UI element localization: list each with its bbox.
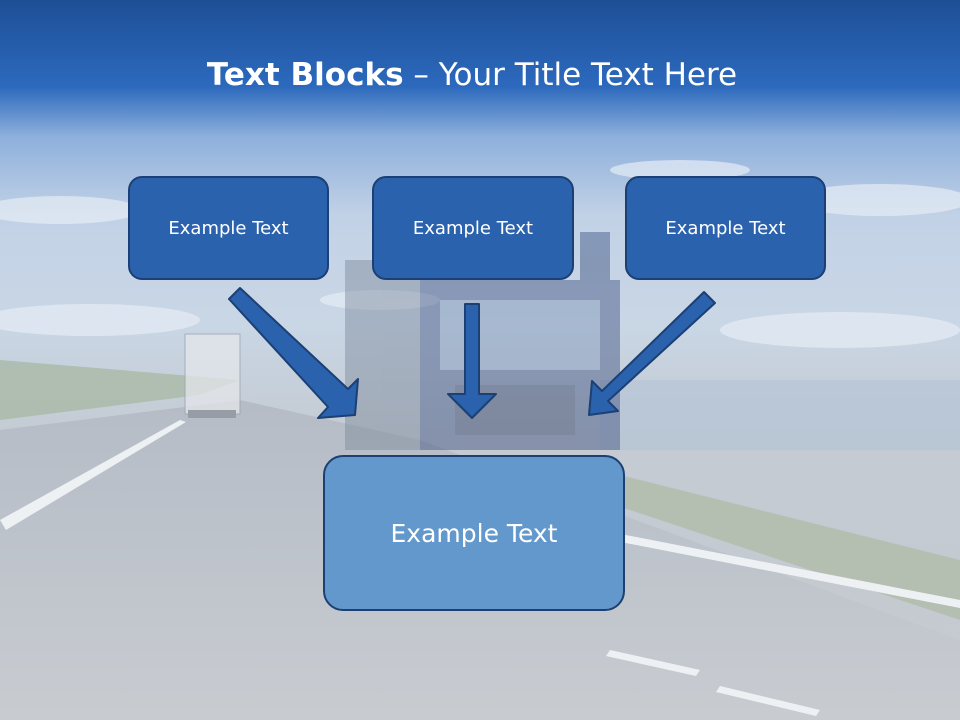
text-block-bottom[interactable]: Example Text — [323, 455, 625, 611]
title-bold: Text Blocks — [206, 57, 404, 93]
text-block-right[interactable]: Example Text — [625, 176, 826, 280]
title-rest: Your Title Text Here — [438, 57, 738, 93]
road-dash — [716, 686, 820, 716]
arrow-left-diagonal — [228, 287, 359, 419]
text-block-bottom-label: Example Text — [390, 518, 558, 548]
distant-truck — [184, 333, 241, 418]
road-line-left — [0, 420, 186, 530]
arrow-center-down — [447, 303, 497, 419]
clouds — [0, 160, 960, 348]
grass-left — [0, 360, 240, 420]
arrow-right-diagonal — [588, 291, 716, 416]
water — [600, 380, 960, 450]
text-block-left-label: Example Text — [168, 217, 289, 239]
road-dash — [606, 650, 700, 676]
title-separator: – — [403, 57, 439, 93]
text-block-right-label: Example Text — [665, 217, 786, 239]
text-block-center[interactable]: Example Text — [372, 176, 574, 280]
text-block-left[interactable]: Example Text — [128, 176, 329, 280]
road-line-right — [600, 530, 960, 608]
slide-title: Text Blocks – Your Title Text Here — [0, 52, 944, 98]
text-block-center-label: Example Text — [412, 217, 534, 239]
